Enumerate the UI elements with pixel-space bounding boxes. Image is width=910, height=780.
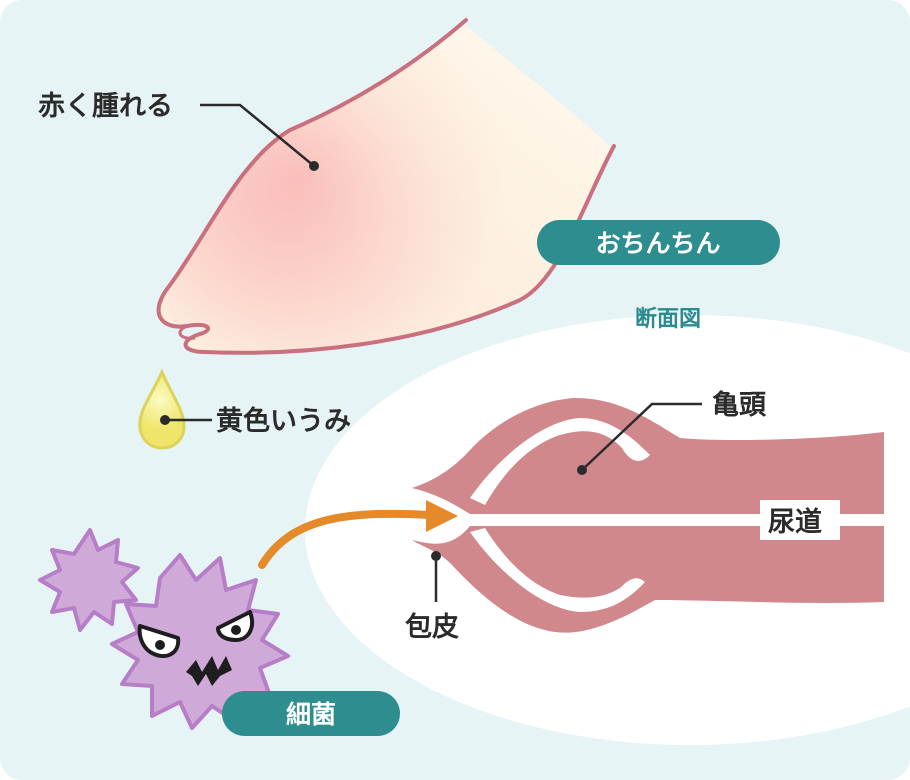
penis-illustration — [156, 18, 616, 355]
pus-droplet-icon — [138, 368, 186, 450]
label-foreskin: 包皮 — [405, 611, 459, 643]
badge-penis: おちんちん — [537, 220, 780, 265]
badge-bacteria: 細菌 — [222, 691, 400, 736]
leader-dot-glans — [577, 465, 587, 475]
badge-penis-text: おちんちん — [595, 229, 720, 258]
label-cross-section: 断面図 — [635, 306, 701, 332]
arrow-icon — [258, 500, 458, 569]
leader-redness — [200, 103, 315, 167]
label-urethra: 尿道 — [768, 506, 822, 538]
leader-dot-redness — [309, 161, 319, 171]
label-glans: 亀頭 — [712, 390, 767, 421]
leader-dot-pus — [160, 415, 170, 425]
urethra-label-bg — [760, 500, 840, 540]
leader-glans — [581, 402, 702, 471]
badge-bacteria-text: 細菌 — [286, 700, 336, 729]
label-pus: 黄色いうみ — [216, 405, 351, 437]
bacteria-icon — [38, 528, 290, 730]
label-redness: 赤く腫れる — [38, 91, 173, 122]
cross-section-tissue — [412, 398, 884, 633]
leader-dot-foreskin — [431, 551, 441, 561]
